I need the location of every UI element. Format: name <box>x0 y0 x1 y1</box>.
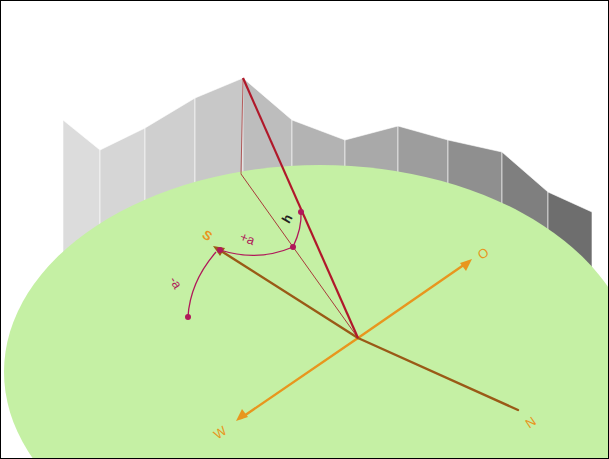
sight-lines <box>241 78 358 338</box>
angle-arcs <box>188 212 301 317</box>
ground-plane <box>4 165 608 458</box>
compass-axes <box>213 246 518 421</box>
angle-dots <box>185 209 304 320</box>
